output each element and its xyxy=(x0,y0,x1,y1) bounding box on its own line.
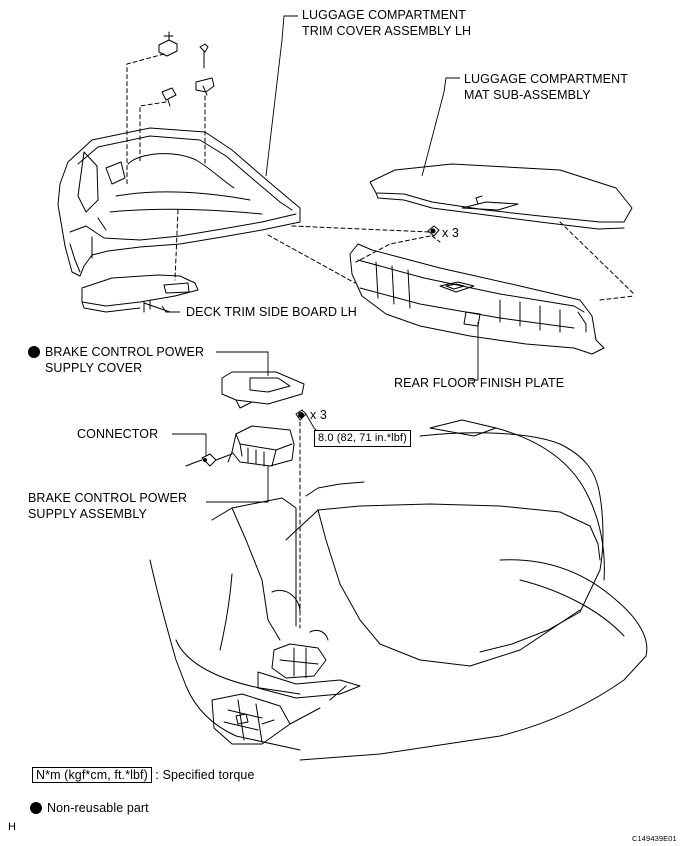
corner-letter: H xyxy=(8,821,17,833)
label-trim-cover-lh-line2: TRIM COVER ASSEMBLY LH xyxy=(302,24,472,38)
non-reusable-legend-icon xyxy=(30,802,42,814)
non-reusable-marker-icon xyxy=(28,346,40,358)
mat-alignment-lines xyxy=(291,221,635,301)
luggage-mat-drawing xyxy=(369,163,633,230)
label-brake-cover-line2: SUPPLY COVER xyxy=(45,361,143,375)
torque-spec-box: 8.0 (82, 71 in.*lbf) xyxy=(314,430,411,447)
leader-lines xyxy=(161,15,479,503)
rear-floor-finish-plate-drawing xyxy=(349,243,605,355)
figure-code: C149439E01 xyxy=(632,834,677,843)
label-brake-assembly-line1: BRAKE CONTROL POWER xyxy=(28,491,188,505)
trim-cover-alignment-lines xyxy=(126,53,356,284)
vehicle-rear-drawing xyxy=(149,419,648,761)
label-rear-floor-finish-plate: REAR FLOOR FINISH PLATE xyxy=(394,376,565,390)
trim-cover-clips-drawing xyxy=(158,31,215,107)
label-trim-cover-lh-line1: LUGGAGE COMPARTMENT xyxy=(302,8,466,22)
label-brake-assembly-line2: SUPPLY ASSEMBLY xyxy=(28,507,147,521)
label-nut-qty: x 3 xyxy=(310,408,327,422)
label-luggage-mat-line1: LUGGAGE COMPARTMENT xyxy=(464,72,628,86)
connector-drawing xyxy=(185,453,233,467)
legend-torque-text: : Specified torque xyxy=(155,768,255,782)
clip-dots xyxy=(203,228,436,462)
trim-cover-lh-drawing xyxy=(57,127,301,277)
deck-trim-side-board-drawing xyxy=(81,274,199,313)
plate-clip-drawing xyxy=(427,225,440,237)
legend-torque: N*m (kgf*cm, ft.*lbf) : Specified torque xyxy=(32,767,255,783)
brake-cover-drawing xyxy=(221,371,305,409)
brake-assembly-drawing xyxy=(227,425,295,467)
legend-non-reusable-text: Non-reusable part xyxy=(47,801,149,815)
legend-non-reusable: Non-reusable part xyxy=(30,801,149,816)
label-clip-qty: x 3 xyxy=(442,226,459,240)
label-deck-trim-side-board: DECK TRIM SIDE BOARD LH xyxy=(186,305,357,319)
label-luggage-mat-line2: MAT SUB-ASSEMBLY xyxy=(464,88,591,102)
legend-torque-unit-box: N*m (kgf*cm, ft.*lbf) xyxy=(32,767,152,783)
label-connector: CONNECTOR xyxy=(77,427,159,441)
label-brake-cover-line1: BRAKE CONTROL POWER xyxy=(28,345,204,360)
